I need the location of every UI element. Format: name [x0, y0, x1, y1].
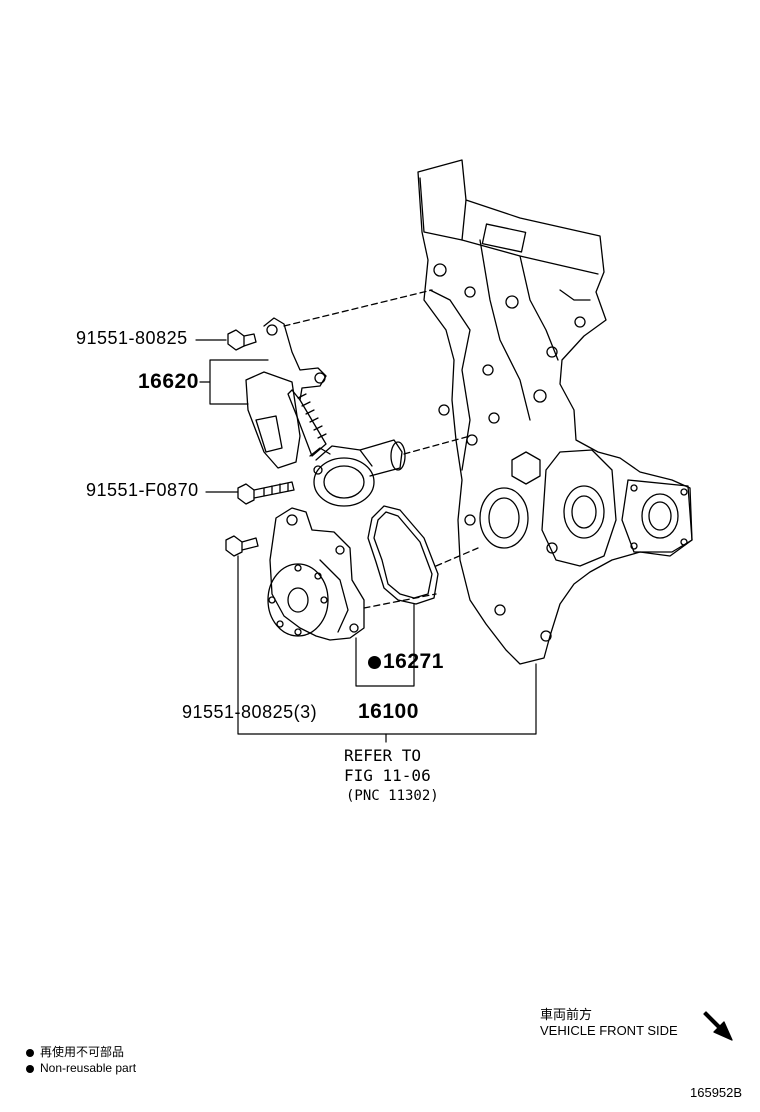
legend-jp: 再使用不可部品	[26, 1043, 124, 1060]
callout-bolt-long: 91551-F0870	[86, 480, 199, 500]
vehicle-front-arrow-icon	[703, 1011, 733, 1041]
non-reusable-dot-icon	[368, 656, 381, 669]
alignment-dashes	[283, 289, 479, 609]
legend-en-text: Non-reusable part	[40, 1061, 137, 1075]
callout-pump-bolts: 91551-80825(3)	[182, 702, 318, 722]
callout-tensioner: 16620	[138, 370, 199, 393]
reference-line-1: REFER TO	[344, 746, 422, 765]
reference-line-2: FIG 11-06	[344, 766, 431, 785]
callout-bolt-top: 91551-80825	[76, 328, 188, 348]
legend-jp-text: 再使用不可部品	[40, 1045, 125, 1059]
bolt-top-illustration	[227, 329, 257, 351]
illustration-id: 165952B	[690, 1085, 743, 1100]
legend-dot-icon	[26, 1064, 34, 1073]
tensioner-illustration	[245, 317, 406, 507]
timing-chain-cover-illustration	[417, 159, 693, 665]
callout-gasket: 16271	[368, 650, 444, 674]
callout-gasket-number: 16271	[383, 650, 444, 673]
leader-lines	[195, 339, 537, 743]
legend-en: Non-reusable part	[26, 1061, 136, 1075]
water-pump-illustration	[267, 507, 365, 641]
pump-bolt-illustration	[225, 535, 259, 557]
bolt-long-illustration	[237, 481, 295, 505]
orientation-en: VEHICLE FRONT SIDE	[540, 1023, 678, 1038]
reference-line-3: (PNC 11302)	[346, 788, 439, 804]
callout-water-pump: 16100	[358, 700, 419, 723]
legend-dot-icon	[26, 1048, 34, 1057]
gasket-illustration	[367, 505, 439, 605]
orientation-jp: 車両前方	[540, 1007, 593, 1022]
